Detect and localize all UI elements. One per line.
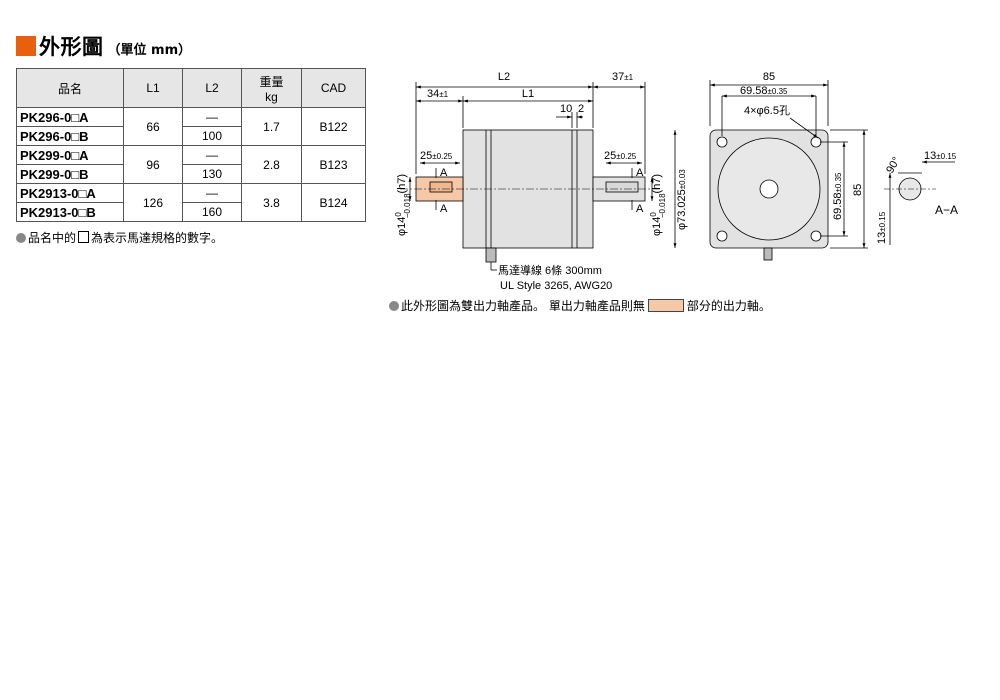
shaft-dia-right: φ140−0.018(h7) [649, 174, 667, 236]
weight-value: 1.7 [241, 107, 302, 146]
angle-label: 90° [884, 155, 903, 175]
shaft-note-text-b: 部分的出力軸。 [686, 299, 771, 313]
model-name: PK299-0□B [16, 164, 124, 184]
header-model: 品名 [16, 68, 124, 108]
unit-label: （單位 mm） [107, 42, 192, 58]
model-note-text-a: 品名中的 [28, 231, 77, 245]
model-note-text-b: 為表示馬達規格的數字。 [91, 231, 224, 245]
l2-value: — [182, 183, 242, 203]
model-name: PK299-0□A [16, 145, 124, 165]
table-row: PK299-0□A 96 — 2.8 B123 [16, 145, 366, 184]
weight-value: 2.8 [241, 145, 302, 184]
key-13-v: 13±0.15 [876, 211, 888, 244]
holes-label: 4×φ6.5孔 [744, 104, 790, 117]
pilot-dia: φ73.025±0.03 [676, 169, 688, 230]
placeholder-box-icon [78, 231, 90, 243]
dim-69-58: 69.58±0.35 [740, 85, 788, 97]
cad-link[interactable]: B123 [301, 145, 366, 184]
weight-value: 3.8 [241, 183, 302, 222]
model-name: PK2913-0□B [16, 202, 124, 222]
header-l2: L2 [182, 68, 242, 108]
section-heading: 外形圖 （單位 mm） [16, 34, 192, 59]
table-row: PK2913-0□A 126 — 3.8 B124 [16, 183, 366, 222]
dim-85-top: 85 [763, 71, 775, 83]
header-weight: 重量 kg [241, 68, 302, 108]
dimension-drawing: L2 L1 37±1 34±1 10 2 25±0.25 25±0.25 A A… [394, 71, 958, 292]
model-note: 品名中的為表示馬達規格的數字。 [16, 229, 223, 246]
header-weight-unit: kg [265, 89, 278, 104]
l1-value: 66 [123, 107, 183, 146]
shaft-swatch-icon [647, 299, 684, 312]
lead-wire-spec: UL Style 3265, AWG20 [500, 280, 612, 292]
dim-2: 2 [578, 103, 584, 115]
cad-link[interactable]: B122 [301, 107, 366, 146]
section-mark-a2: A [440, 203, 448, 215]
dim-37: 37±1 [612, 71, 634, 83]
model-name: PK296-0□A [16, 107, 124, 127]
shaft-note: 此外形圖為雙出力軸產品。 單出力軸產品則無 部分的出力軸。 [389, 297, 771, 314]
model-name: PK296-0□B [16, 126, 124, 146]
dim-34: 34±1 [427, 88, 449, 100]
dim-25-left: 25±0.25 [420, 150, 453, 162]
l1-value: 96 [123, 145, 183, 184]
orange-square-icon [16, 36, 36, 56]
dim-85-v: 85 [852, 184, 864, 196]
dim-69-58-v: 69.58±0.35 [832, 172, 844, 220]
table-row: PK2913-0□B 160 [16, 202, 366, 222]
l2-value: 130 [182, 164, 242, 184]
header-l1: L1 [123, 68, 183, 108]
l2-value: 100 [182, 126, 242, 146]
header-cad: CAD [301, 68, 366, 108]
l2-value: — [182, 145, 242, 165]
dim-10: 10 [560, 103, 572, 115]
table-header-row: 品名 L1 L2 重量 kg CAD [16, 68, 366, 108]
bullet-icon [389, 301, 399, 311]
shaft-note-text-a: 此外形圖為雙出力軸產品。 單出力軸產品則無 [401, 299, 645, 313]
dim-25-right: 25±0.25 [604, 150, 637, 162]
bullet-icon [16, 233, 26, 243]
table-row: PK296-0□A 66 — 1.7 B122 [16, 107, 366, 146]
key-13-h: 13±0.15 [924, 150, 957, 162]
section-label: A−A [935, 203, 958, 217]
shaft-dia-left: φ140−0.018(h7) [394, 174, 412, 236]
header-weight-top: 重量 [259, 74, 284, 89]
dim-l2: L2 [498, 71, 510, 83]
l1-value: 126 [123, 183, 183, 222]
l2-value: — [182, 107, 242, 127]
dim-l1: L1 [522, 88, 534, 100]
section-mark-a1: A [440, 167, 448, 179]
section-mark-a3: A [636, 167, 644, 179]
model-name: PK2913-0□A [16, 183, 124, 203]
lead-wire-label: 馬達導線 6條 300mm [498, 263, 602, 277]
cad-link[interactable]: B124 [301, 183, 366, 222]
section-mark-a4: A [636, 203, 644, 215]
spec-table: 品名 L1 L2 重量 kg CAD PK296-0□A 66 — 1.7 B1… [16, 68, 366, 222]
section-title: 外形圖 [39, 35, 104, 59]
l2-value: 160 [182, 202, 242, 222]
